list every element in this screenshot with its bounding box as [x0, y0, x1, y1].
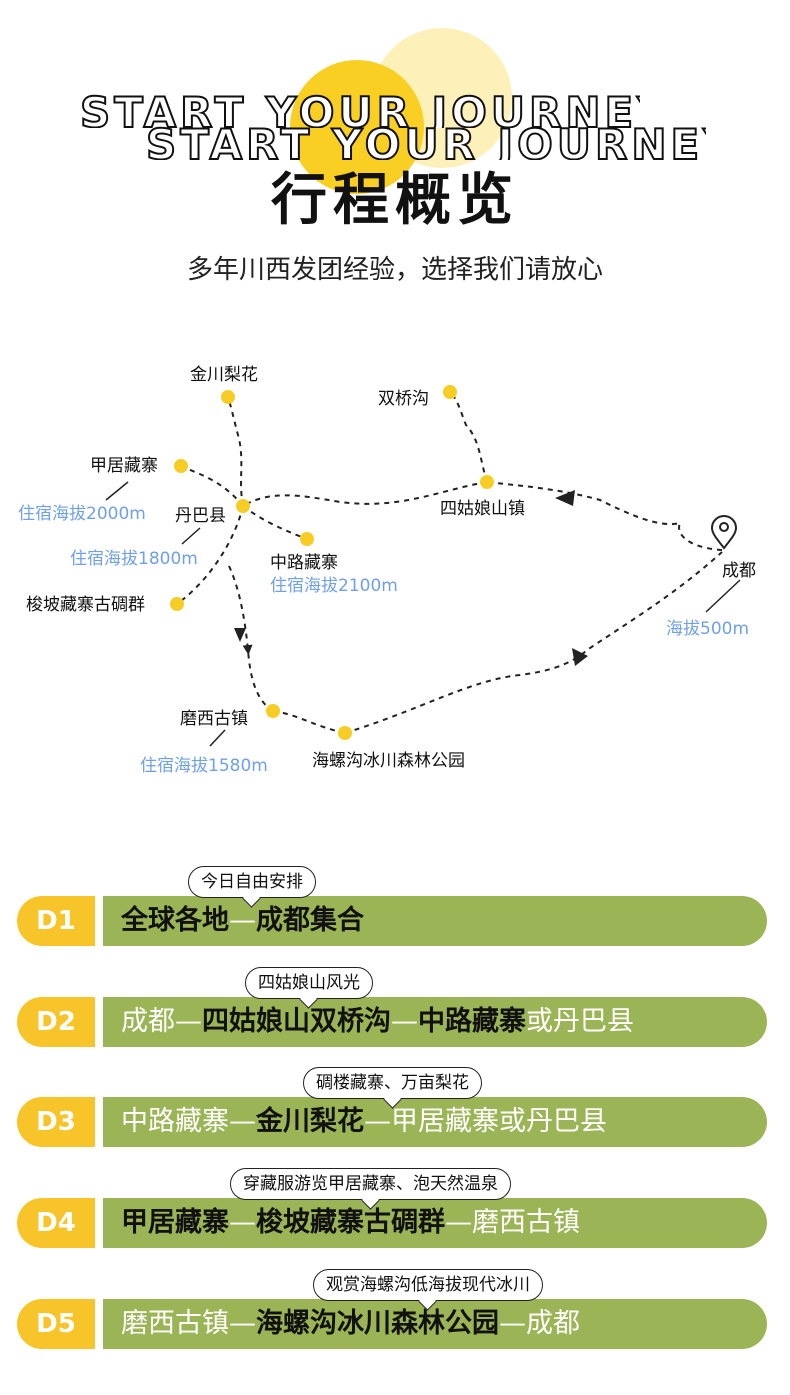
route-suopo-branch — [176, 505, 244, 605]
day-route-text: 磨西古镇—海螺沟冰川森林公园—成都 — [121, 1299, 580, 1349]
place-dot — [338, 726, 352, 740]
page-title: 行程概览 — [271, 167, 519, 233]
slogan-front: START YOUR JOURNEY — [146, 124, 706, 160]
route-segment: 四姑娘山双桥沟 — [202, 1006, 391, 1037]
day-badge: D5 — [17, 1299, 95, 1349]
place-label-zhonglu: 中路藏寨 — [270, 553, 338, 573]
altitude-label-moxi: 住宿海拔1580m — [140, 756, 268, 776]
route-segment: —磨西古镇 — [445, 1207, 580, 1238]
header: START YOUR JOURNEY START YOUR JOURNEY 行程… — [0, 0, 790, 300]
day-route-text: 甲居藏寨—梭坡藏寨古碉群—磨西古镇 — [121, 1198, 580, 1248]
route-chengdu-siguniang — [486, 481, 723, 551]
route-segment: —成都 — [499, 1308, 580, 1339]
place-label-siguniang: 四姑娘山镇 — [440, 499, 525, 519]
day-note-bubble: 今日自由安排 — [188, 866, 316, 898]
route-segment: 金川梨花 — [256, 1106, 364, 1137]
place-label-danba: 丹巴县 — [175, 506, 226, 526]
leader-line — [705, 579, 741, 613]
day-route-text: 中路藏寨—金川梨花—甲居藏寨或丹巴县 — [121, 1097, 607, 1147]
place-label-shuangqiao: 双桥沟 — [378, 389, 429, 409]
altitude-label-chengdu: 海拔500m — [666, 619, 750, 639]
leader-line — [105, 481, 129, 501]
route-segment: — — [391, 1006, 418, 1037]
day-route-text: 全球各地—成都集合 — [121, 896, 364, 946]
place-label-moxi: 磨西古镇 — [180, 709, 248, 729]
route-moxi-hailuogou — [272, 710, 346, 734]
day-route-bar — [103, 1097, 767, 1147]
place-dot — [236, 499, 250, 513]
route-arrow-icon — [555, 490, 575, 506]
sun-dark-circle — [290, 60, 424, 194]
route-segment: — — [229, 905, 256, 936]
place-label-chengdu: 成都 — [722, 561, 756, 581]
day-route-bar — [103, 1299, 767, 1349]
route-map-drawing — [105, 385, 741, 747]
route-hailuogou-chengdu — [344, 551, 723, 734]
day-note-bubble: 四姑娘山风光 — [245, 967, 373, 999]
route-segment: —甲居藏寨或丹巴县 — [364, 1106, 607, 1137]
altitude-label-jiaju: 住宿海拔2000m — [18, 504, 146, 524]
altitude-label-zhonglu: 住宿海拔2100m — [270, 576, 398, 596]
route-segment: 中路藏寨— — [121, 1106, 256, 1137]
slogan-back: START YOUR JOURNEY — [80, 92, 640, 128]
leader-line — [209, 729, 226, 747]
route-zhonglu-branch — [242, 505, 308, 540]
route-segment: — — [229, 1207, 256, 1238]
day-note-bubble: 碉楼藏寨、万亩梨花 — [303, 1067, 482, 1099]
day-route-bar — [103, 997, 767, 1047]
route-arrow-icon — [234, 628, 246, 642]
route-jiaju-branch — [180, 465, 244, 507]
place-label-suopo: 梭坡藏寨古碉群 — [26, 595, 145, 615]
place-dot — [221, 390, 235, 404]
day-badge: D1 — [17, 896, 95, 946]
place-dot — [266, 704, 280, 718]
route-segment: 磨西古镇— — [121, 1308, 256, 1339]
day-route-bar — [103, 1198, 767, 1248]
place-dot — [174, 459, 188, 473]
day-note-bubble: 穿藏服游览甲居藏寨、泡天然温泉 — [230, 1168, 511, 1200]
route-segment: 中路藏寨 — [418, 1006, 526, 1037]
place-dot — [480, 475, 494, 489]
day-badge: D3 — [17, 1097, 95, 1147]
place-dot — [300, 532, 314, 546]
day-note-bubble: 观赏海螺沟低海拔现代冰川 — [313, 1269, 543, 1301]
day-route-text: 成都—四姑娘山双桥沟—中路藏寨或丹巴县 — [121, 997, 634, 1047]
itinerary-day-4: D4 甲居藏寨—梭坡藏寨古碉群—磨西古镇 穿藏服游览甲居藏寨、泡天然温泉 — [17, 1168, 767, 1248]
day-badge: D4 — [17, 1198, 95, 1248]
route-map: 金川梨花 双桥沟 甲居藏寨 住宿海拔2000m 丹巴县 四姑娘山镇 住宿海拔18… — [0, 330, 790, 800]
route-arrow-icon — [572, 648, 588, 666]
day-route-bar — [103, 896, 767, 946]
route-segment: 成都— — [121, 1006, 202, 1037]
leader-line — [181, 527, 201, 545]
itinerary-day-2: D2 成都—四姑娘山双桥沟—中路藏寨或丹巴县 四姑娘山风光 — [17, 967, 767, 1047]
route-segment: 甲居藏寨 — [121, 1207, 229, 1238]
route-segment: 海螺沟冰川森林公园 — [256, 1308, 499, 1339]
altitude-label-danba: 住宿海拔1800m — [70, 549, 198, 569]
place-label-jinchuan: 金川梨花 — [190, 365, 258, 385]
route-shuangqiao-branch — [449, 391, 488, 483]
place-label-jiaju: 甲居藏寨 — [90, 456, 158, 476]
route-segment: 全球各地 — [121, 905, 229, 936]
place-label-hailuogou: 海螺沟冰川森林公园 — [312, 751, 465, 771]
location-pin-icon — [710, 515, 738, 550]
itinerary-day-3: D3 中路藏寨—金川梨花—甲居藏寨或丹巴县 碉楼藏寨、万亩梨花 — [17, 1067, 767, 1147]
place-dot — [170, 597, 184, 611]
route-segment: 成都集合 — [256, 905, 364, 936]
route-danba-moxi — [228, 565, 274, 712]
route-jinchuan-branch — [227, 396, 244, 507]
itinerary-day-5: D5 磨西古镇—海螺沟冰川森林公园—成都 观赏海螺沟低海拔现代冰川 — [17, 1269, 767, 1349]
day-badge: D2 — [17, 997, 95, 1047]
route-segment: 或丹巴县 — [526, 1006, 634, 1037]
place-dot — [443, 385, 457, 399]
page-subtitle: 多年川西发团经验，选择我们请放心 — [186, 255, 603, 285]
itinerary-day-1: D1 全球各地—成都集合 今日自由安排 — [17, 866, 767, 946]
route-segment: 梭坡藏寨古碉群 — [256, 1207, 445, 1238]
